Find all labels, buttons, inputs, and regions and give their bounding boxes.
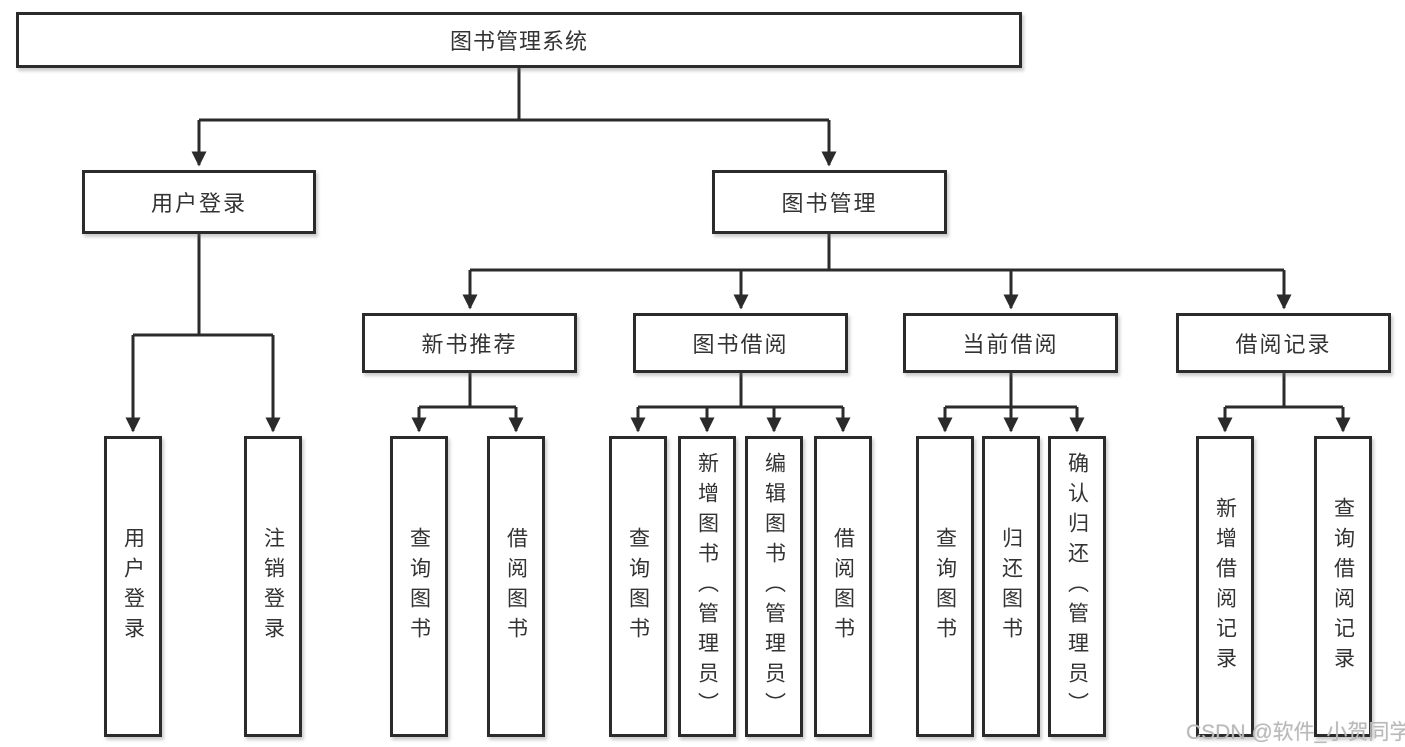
- leaf-logout-login: 注销登录: [244, 436, 302, 737]
- csdn-watermark: CSDN @软件_小贺同学: [1186, 721, 1405, 744]
- leaf-label: 查询借阅记录: [1331, 496, 1355, 677]
- node-current-borrowing: 当前借阅: [903, 313, 1118, 373]
- leaf-query-borrow-record: 查询借阅记录: [1314, 436, 1372, 737]
- node-book-management: 图书管理: [712, 170, 947, 234]
- leaf-label: 确认归还（管理员）: [1065, 451, 1089, 722]
- leaf-borrow-books-borrowing: 借阅图书: [814, 436, 872, 737]
- leaf-user-login: 用户登录: [104, 436, 162, 737]
- leaf-query-books-recommend: 查询图书: [390, 436, 448, 737]
- leaf-label: 查询图书: [626, 526, 650, 647]
- leaf-label: 借阅图书: [504, 526, 528, 647]
- node-user-login: 用户登录: [82, 170, 316, 234]
- leaf-label: 新增借阅记录: [1213, 496, 1237, 677]
- leaf-label: 归还图书: [999, 526, 1023, 647]
- leaf-confirm-return-admin: 确认归还（管理员）: [1048, 436, 1106, 737]
- leaf-label: 新增图书（管理员）: [695, 451, 719, 722]
- node-new-book-recommendation: 新书推荐: [362, 313, 577, 373]
- leaf-label: 编辑图书（管理员）: [762, 451, 786, 722]
- leaf-add-books-admin: 新增图书（管理员）: [678, 436, 736, 737]
- leaf-query-books-current: 查询图书: [916, 436, 974, 737]
- leaf-add-borrow-record: 新增借阅记录: [1196, 436, 1254, 737]
- leaf-edit-books-admin: 编辑图书（管理员）: [745, 436, 803, 737]
- node-book-borrowing: 图书借阅: [633, 313, 848, 373]
- leaf-query-books-borrowing: 查询图书: [609, 436, 667, 737]
- leaf-label: 注销登录: [261, 526, 285, 647]
- leaf-return-books: 归还图书: [982, 436, 1040, 737]
- leaf-label: 查询图书: [407, 526, 431, 647]
- node-borrowing-records: 借阅记录: [1176, 313, 1391, 373]
- node-library-management-system: 图书管理系统: [16, 12, 1022, 68]
- leaf-label: 借阅图书: [831, 526, 855, 647]
- leaf-label: 用户登录: [121, 526, 145, 647]
- leaf-label: 查询图书: [933, 526, 957, 647]
- leaf-borrow-books-recommend: 借阅图书: [487, 436, 545, 737]
